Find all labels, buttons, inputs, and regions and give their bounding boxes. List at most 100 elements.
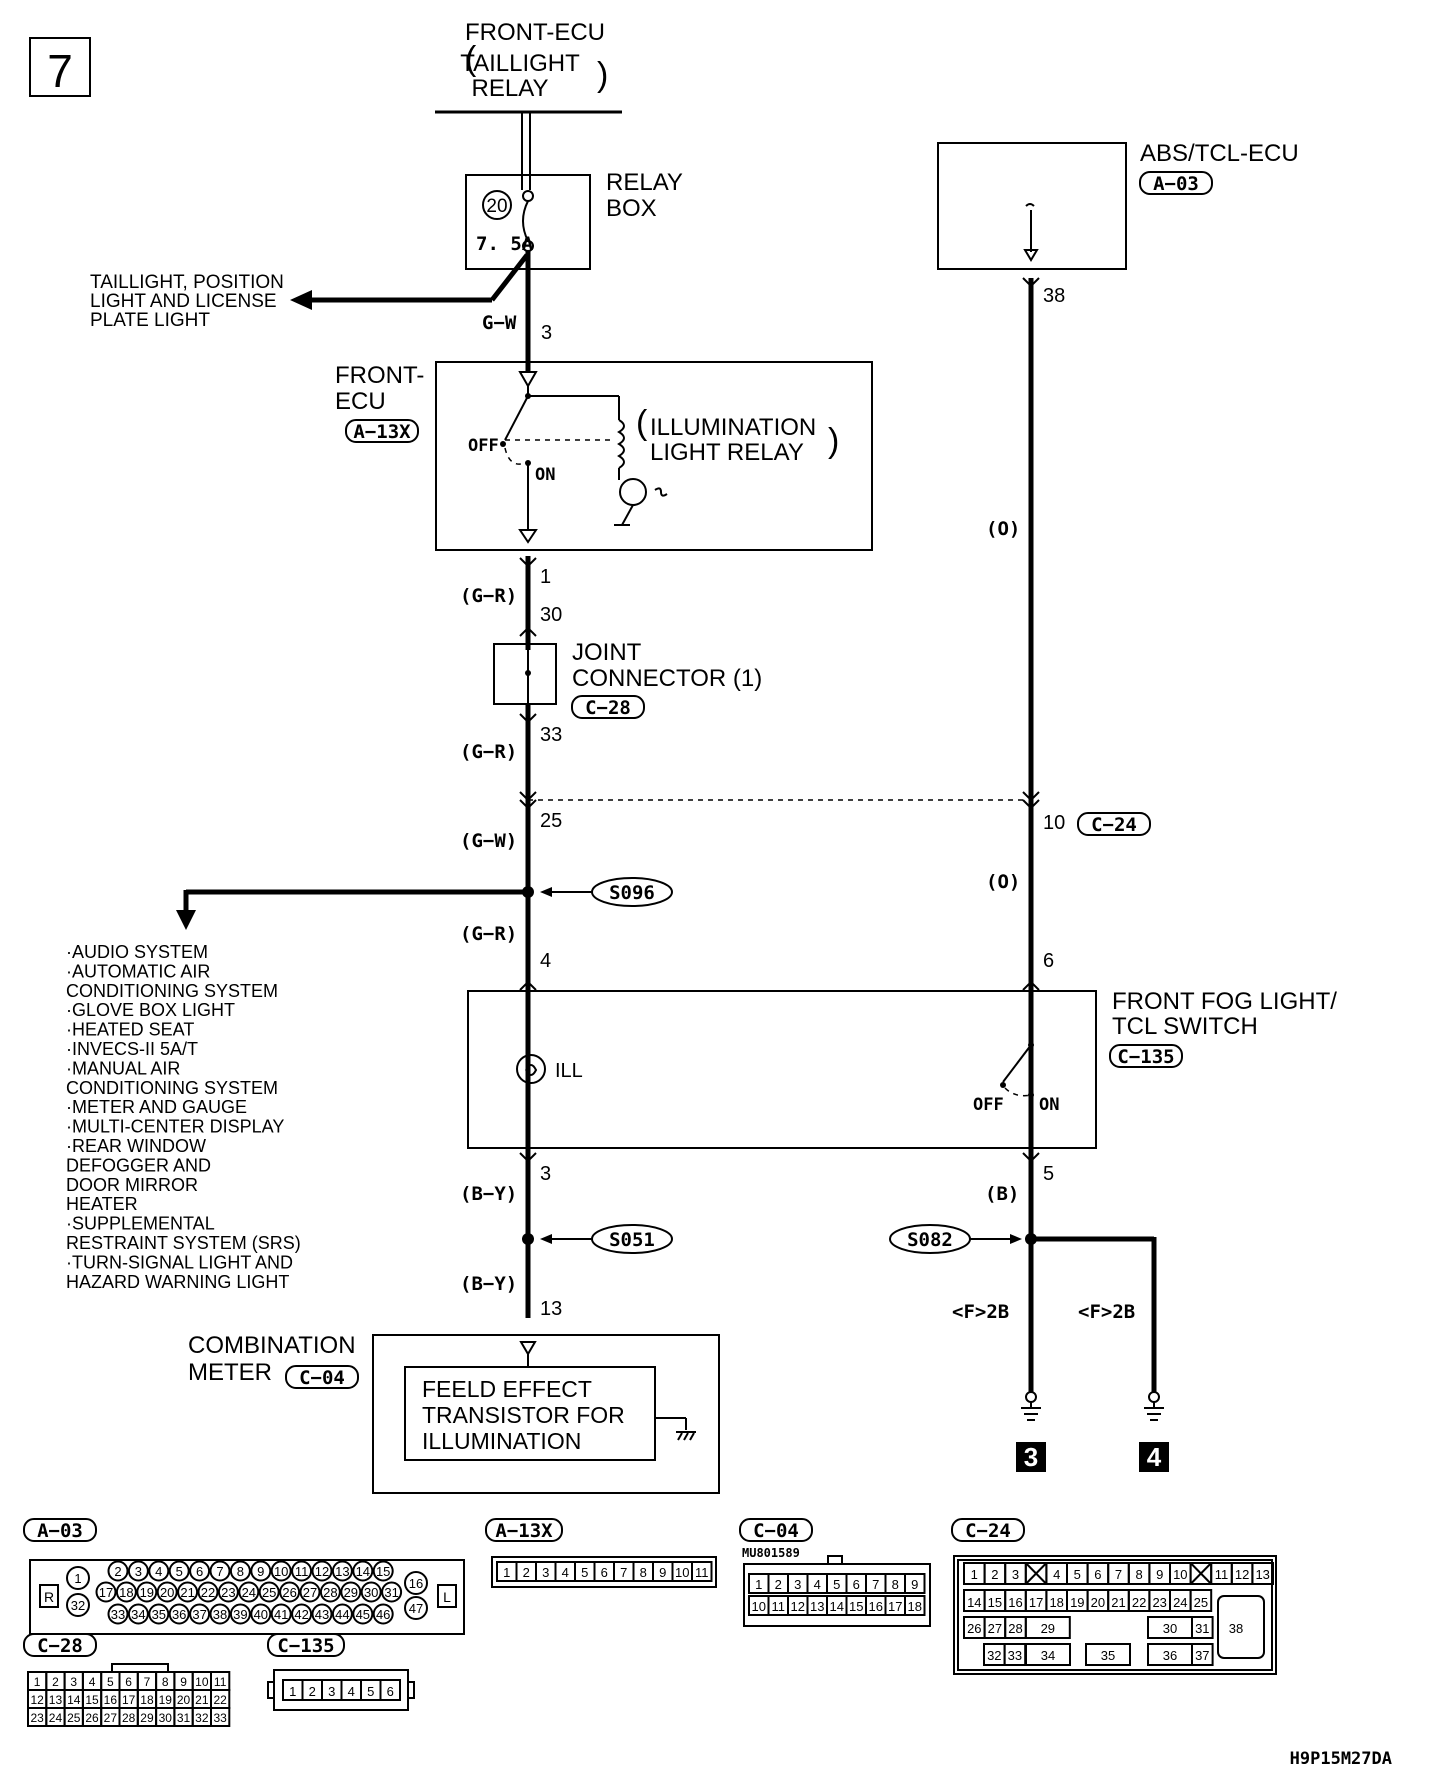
a13x-pin: 11 [695, 1565, 709, 1580]
ecu-output-terminal [518, 529, 538, 544]
s082-tag-text: S082 [907, 1229, 953, 1251]
pin-5: 5 [1043, 1163, 1054, 1185]
a03-cavity [177, 1581, 199, 1603]
abs-tcl-ecu-box [937, 142, 1127, 270]
c28-pin: 18 [140, 1693, 154, 1707]
a03-cavity [197, 1581, 219, 1603]
c24-pin: 21 [1111, 1595, 1125, 1610]
ground-box-3-label: 3 [1024, 1442, 1038, 1472]
taillight-branch-label-3: PLATE LIGHT [90, 310, 210, 331]
a03-cavity [360, 1581, 382, 1603]
a03-pin-32: 32 [71, 1598, 85, 1613]
a03-pin: 8 [237, 1564, 244, 1579]
c28-pin: 7 [144, 1675, 151, 1689]
system-list-item: RESTRAINT SYSTEM (SRS) [66, 1233, 301, 1253]
a03-face-tag-text: A−03 [37, 1520, 83, 1542]
diagram-id: H9P15M27DA [1290, 1749, 1392, 1769]
c24-pin: 24 [1173, 1595, 1187, 1610]
relay-box-label-2: BOX [606, 195, 657, 222]
c24-pin: 20 [1091, 1595, 1105, 1610]
combination-meter-box [372, 1334, 720, 1494]
c24-tag [1077, 812, 1151, 836]
c24-face-tag [951, 1518, 1025, 1542]
illumination-relay-label-1: ILLUMINATION [650, 414, 816, 441]
wire-color-by-1: (B−Y) [460, 1183, 517, 1205]
wire-color-gr-3: (G−R) [460, 923, 517, 945]
joint-connector-box [493, 643, 557, 705]
fuse-number: 20 [486, 196, 507, 217]
c04-part-number: MU801589 [742, 1546, 800, 1560]
a03-tag [1139, 171, 1213, 195]
c28-pin: 13 [49, 1693, 63, 1707]
a03-pin: 40 [254, 1607, 268, 1622]
c28-pin: 31 [177, 1711, 191, 1725]
a03-cavity [189, 1560, 211, 1582]
a03-pin: 24 [242, 1585, 256, 1600]
c24-pin: 31 [1195, 1621, 1209, 1636]
a03-pin-1-circle [66, 1566, 90, 1590]
c04-pin: 12 [791, 1599, 805, 1614]
front-ecu-source-label: FRONT-ECU [465, 19, 605, 46]
a03-cavity [209, 1560, 231, 1582]
pin-1-arrow [519, 557, 537, 568]
s051-pointer-head [540, 1234, 552, 1244]
a03-cavity [95, 1581, 117, 1603]
pin-4: 4 [540, 950, 551, 972]
c28-tag-text: C−28 [585, 697, 631, 719]
a13x-pin: 7 [620, 1565, 627, 1580]
a03-cavity [107, 1603, 129, 1625]
taillight-relay-label-1: TAILLIGHT [460, 50, 580, 77]
c135-left-key [267, 1681, 275, 1699]
system-list-item: ·TURN-SIGNAL LIGHT AND [66, 1252, 293, 1272]
a03-pin: 22 [201, 1585, 215, 1600]
c04-pin: 3 [794, 1577, 801, 1592]
c04-pin: 4 [814, 1577, 821, 1592]
a03-cavity [136, 1581, 158, 1603]
c135-pin: 6 [387, 1684, 394, 1699]
c24-pin: 15 [988, 1595, 1002, 1610]
c24-pin-38-cavity [1217, 1595, 1265, 1659]
s096-tag-text: S096 [609, 882, 655, 904]
a03-r-label: R [44, 1589, 54, 1605]
illumination-relay-label-2: LIGHT RELAY [650, 439, 804, 466]
a03-pin: 7 [216, 1564, 223, 1579]
a03-pin: 18 [119, 1585, 133, 1600]
relay-transistor [619, 478, 647, 506]
c24-pin: 26 [967, 1621, 981, 1636]
a03-face-tag [23, 1518, 97, 1542]
c24-cavity [1025, 1643, 1071, 1666]
c24-face-tag-text: C−24 [965, 1520, 1011, 1542]
wire-color-o-1: (O) [986, 518, 1020, 540]
c24-cavity [1024, 1616, 1071, 1639]
a03-l-key [437, 1584, 457, 1608]
c28-pin: 28 [122, 1711, 136, 1725]
ground-box-4-label: 4 [1147, 1442, 1162, 1472]
a13x-pin: 9 [659, 1565, 666, 1580]
a13x-pin: 4 [562, 1565, 569, 1580]
s096-pointer-head [540, 887, 552, 897]
c04-face-tag-text: C−04 [753, 1520, 799, 1542]
a03-cavity [340, 1581, 362, 1603]
a03-pin: 45 [356, 1607, 370, 1622]
c28-pin: 4 [89, 1675, 96, 1689]
a03-pin: 23 [221, 1585, 235, 1600]
system-list-item: ·SUPPLEMENTAL [66, 1214, 215, 1234]
a13x-pin: 2 [523, 1565, 530, 1580]
system-list-item: DEFOGGER AND [66, 1155, 211, 1175]
c28-pin: 8 [162, 1675, 169, 1689]
c24-pin: 9 [1156, 1567, 1163, 1582]
c28-pin: 2 [52, 1675, 59, 1689]
c28-pin: 25 [67, 1711, 81, 1725]
a03-pin: 38 [213, 1607, 227, 1622]
relay-close-paren: ) [828, 422, 839, 460]
system-list-item: ·AUDIO SYSTEM [66, 942, 208, 962]
relay-on-arc [504, 447, 529, 465]
c24-pin: 17 [1029, 1595, 1043, 1610]
c24-right-arrow-bottom [1022, 799, 1040, 810]
a03-cavity [331, 1603, 353, 1625]
c28-face-tag-text: C−28 [37, 1635, 83, 1657]
a03-cavity [229, 1560, 251, 1582]
system-list-item: CONDITIONING SYSTEM [66, 1078, 278, 1098]
